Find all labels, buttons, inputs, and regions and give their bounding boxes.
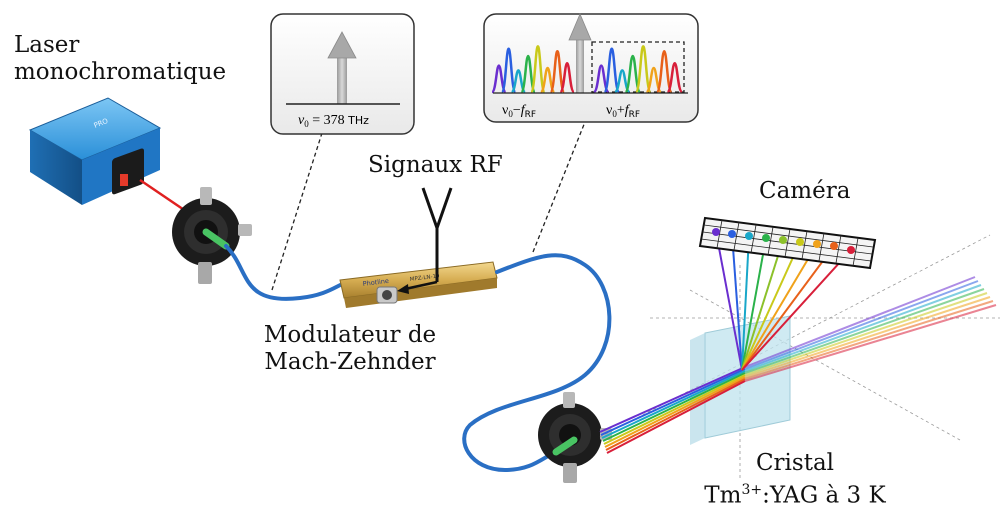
fiber-2: [462, 253, 612, 473]
fiber-mount-2-icon: [538, 392, 612, 483]
spectral-peak: [520, 54, 537, 94]
laser-icon: PRO: [28, 97, 162, 205]
camera-sensor-icon: [698, 216, 877, 270]
lower-sideband-label: ν0−fRF: [502, 103, 536, 120]
spectral-peak: [603, 47, 621, 94]
laser-label-line2: monochromatique: [14, 59, 227, 85]
spectral-peak: [529, 45, 546, 94]
lower-sideband-spectrum: [490, 45, 576, 94]
spectral-peak: [634, 45, 652, 94]
sideband-box: [591, 41, 685, 93]
crystal-host: :YAG à 3 K: [762, 482, 886, 509]
carrier-arrow: [337, 56, 347, 104]
fiber-1: [224, 244, 354, 301]
fiber-mount-1-icon: [172, 187, 252, 284]
rf-antenna-icon: [397, 187, 453, 294]
laser-label-line1: Laser: [14, 32, 80, 58]
crystal-charge: 3+: [741, 482, 763, 498]
laser-label: Laser monochromatique: [14, 32, 226, 86]
crystal-ion: Tm: [704, 482, 742, 509]
modulator-label-line1: Modulateur de: [263, 322, 437, 348]
modulator-label-line2: Mach-Zehnder: [264, 349, 436, 375]
camera-label: Caméra: [759, 178, 851, 204]
spectral-peak: [624, 54, 642, 94]
crystal-label: Cristal Tm3+:YAG à 3 K: [670, 450, 920, 510]
inset-sideband-spectrum: ν0−fRF ν0+fRF: [483, 12, 699, 123]
rf-signals-label: Signaux RF: [368, 152, 503, 178]
diffracted-rays: [715, 231, 852, 371]
leader-line-right: [532, 121, 586, 253]
crystal-label-line1: Cristal: [755, 450, 835, 476]
spectral-peak: [559, 61, 576, 94]
spectral-peak: [655, 49, 673, 94]
inset-single-frequency: ν0 = 378 THz: [270, 13, 415, 135]
carrier-arrow-2: [576, 38, 584, 93]
modulator-model: MPZ-LN-10: [410, 273, 441, 283]
modulator-label: Modulateur de Mach-Zehnder: [255, 322, 445, 376]
upper-sideband-spectrum: [592, 45, 684, 94]
rainbow-beam: [599, 276, 997, 454]
upper-sideband-label: ν0+fRF: [606, 103, 640, 120]
spectral-peak: [549, 49, 566, 94]
leader-line-left: [271, 132, 323, 291]
crystal-label-line2: Tm3+:YAG à 3 K: [670, 477, 920, 510]
carrier-frequency-label: ν0 = 378 THz: [298, 113, 369, 129]
modulator-brand: Photline: [362, 277, 389, 288]
spectral-peak: [666, 61, 684, 94]
modulator-icon: Photline MPZ-LN-10: [339, 261, 498, 308]
spectral-peak: [500, 47, 517, 94]
